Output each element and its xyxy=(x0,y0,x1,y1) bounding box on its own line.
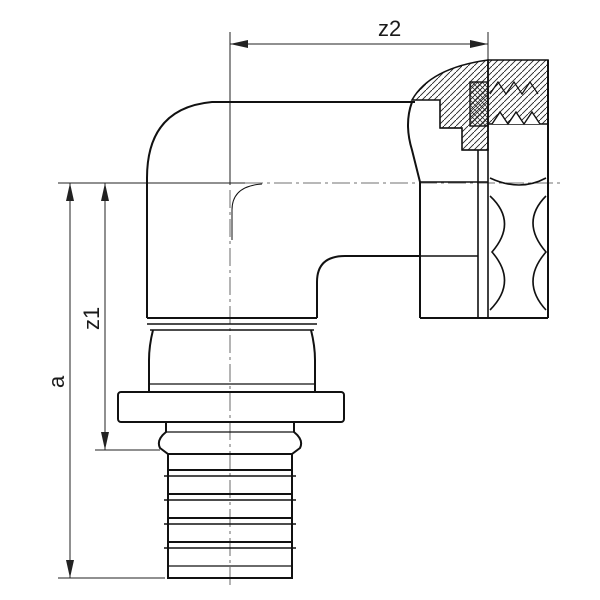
dimension-label-z2: z2 xyxy=(378,16,401,41)
union-nut xyxy=(407,59,549,319)
barbed-insert xyxy=(164,454,296,579)
dimension-lines xyxy=(58,32,489,579)
pipe-sleeve xyxy=(157,422,303,455)
neck-and-flange xyxy=(117,329,345,423)
dimension-arrows xyxy=(66,40,488,578)
dimension-label-a: a xyxy=(44,375,69,388)
elbow-body xyxy=(146,101,420,331)
center-lines xyxy=(229,182,560,585)
dimension-label-z1: z1 xyxy=(79,307,104,330)
